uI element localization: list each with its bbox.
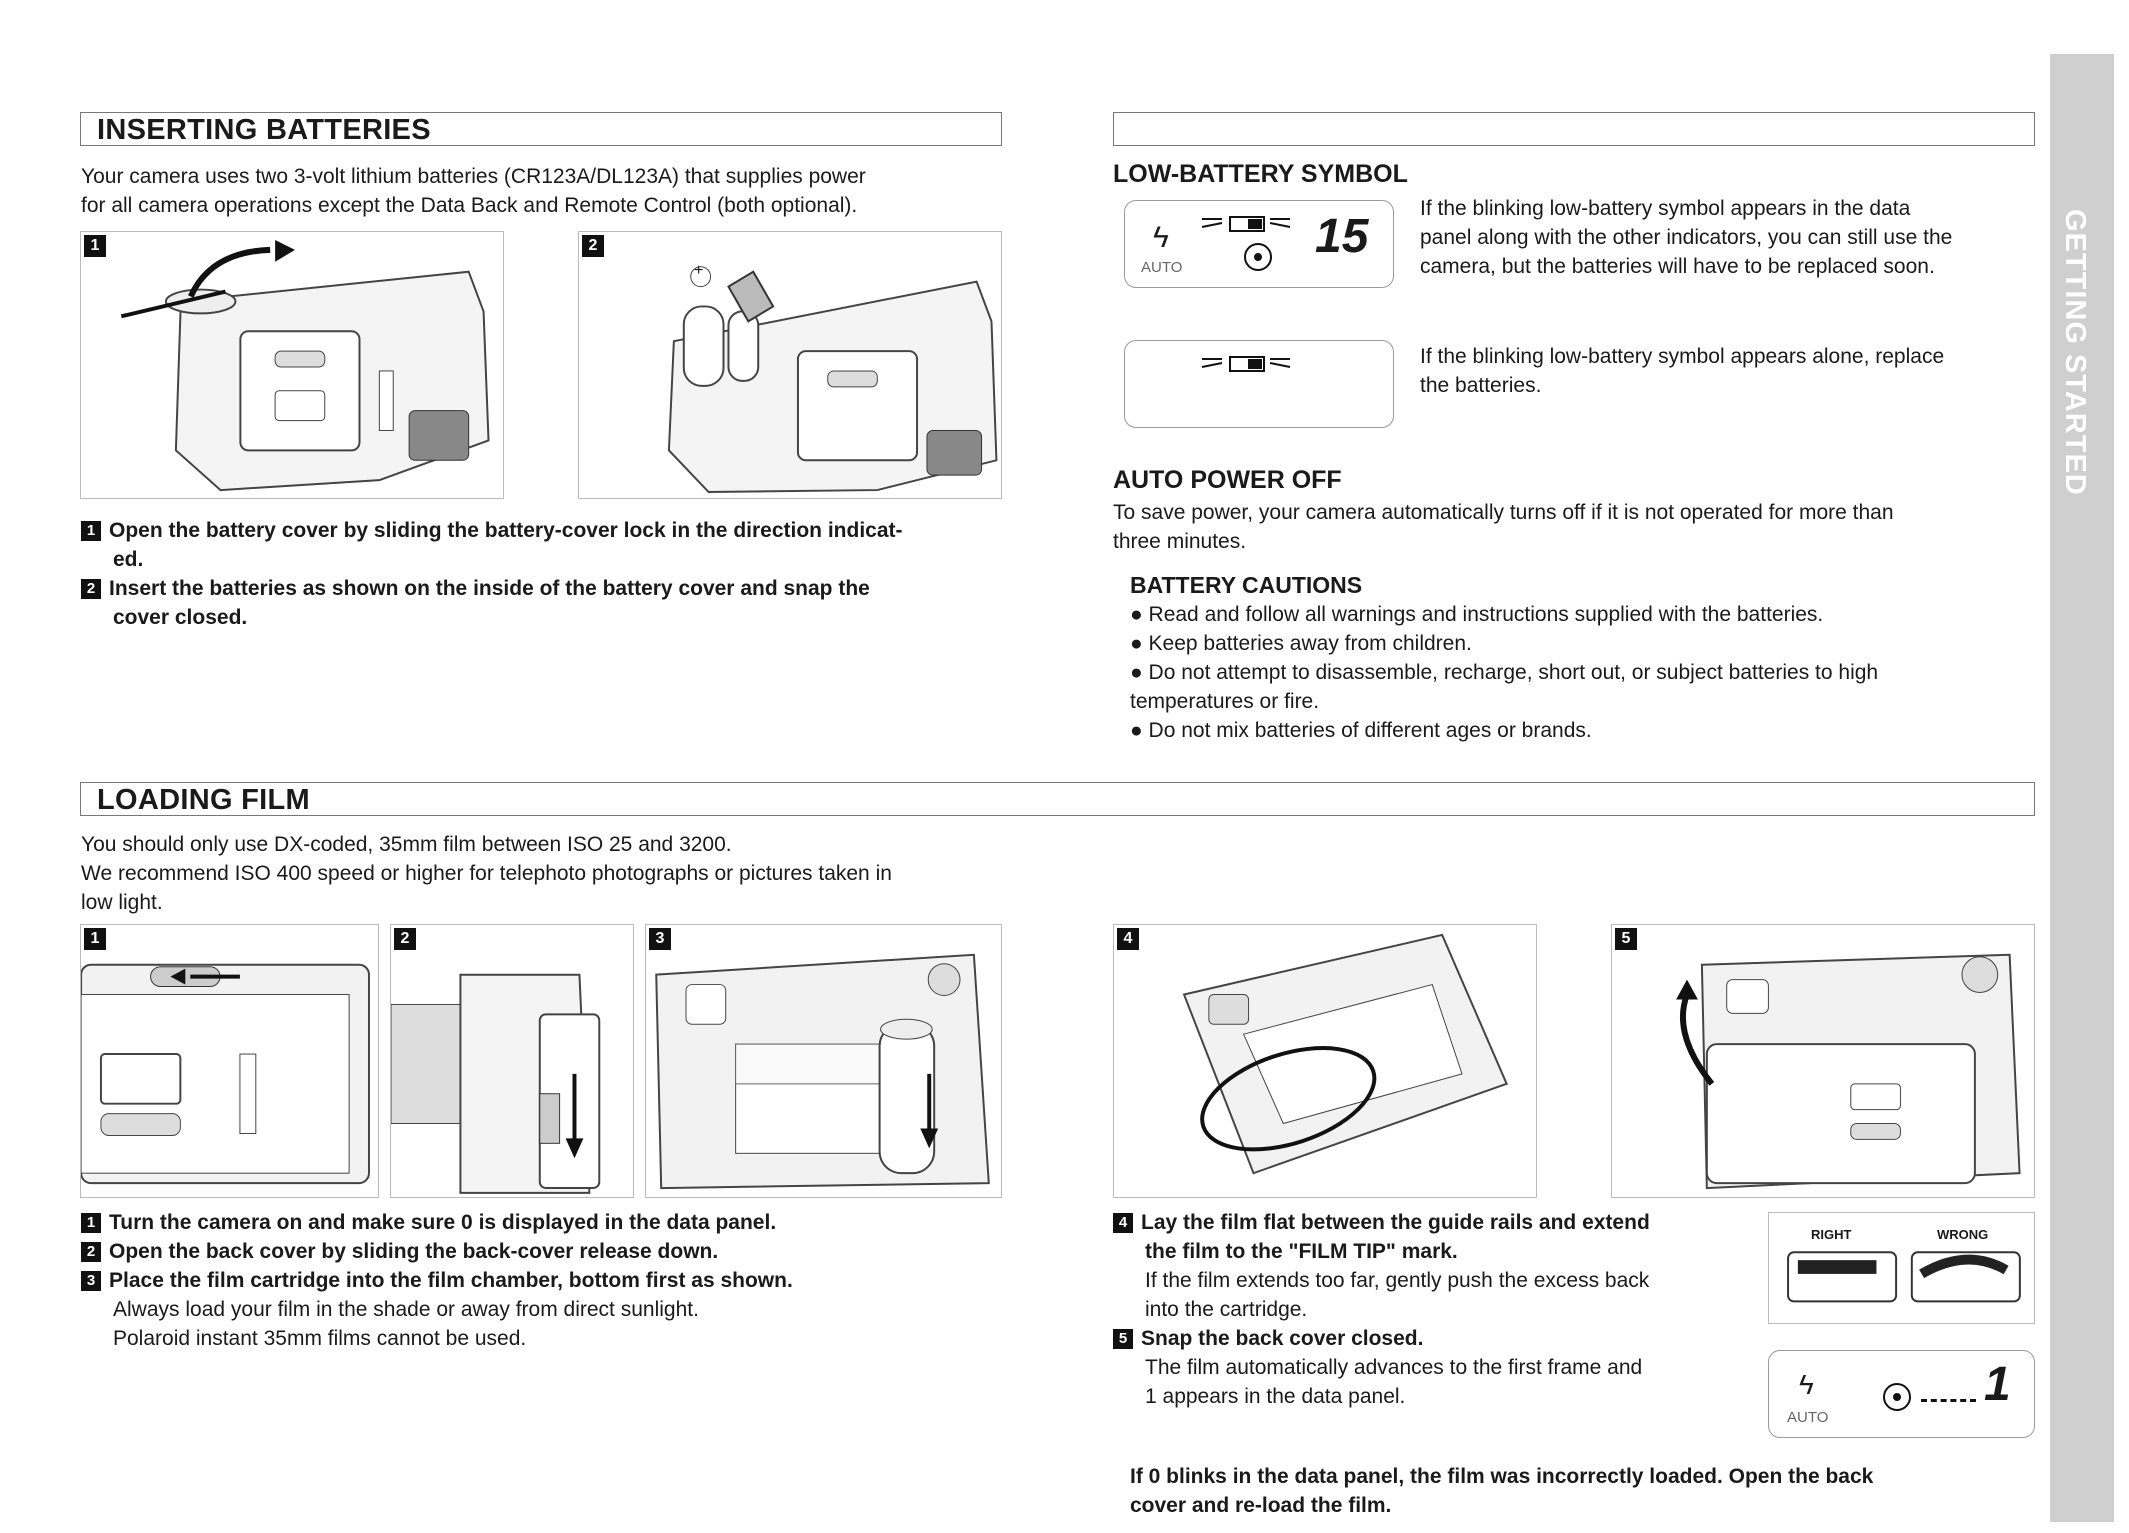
- right-label: RIGHT: [1811, 1227, 1852, 1242]
- low-battery-text-1: If the blinking low-battery symbol appea…: [1420, 197, 1953, 278]
- step-number: 3: [81, 1271, 101, 1291]
- figure-badge: 5: [1615, 928, 1637, 950]
- self-timer-icon: [1883, 1383, 1911, 1411]
- caution-item: ● Do not attempt to disassemble, recharg…: [1130, 661, 1879, 684]
- step-number: 2: [81, 579, 101, 599]
- batteries-intro: Your camera uses two 3-volt lithium batt…: [81, 165, 866, 217]
- batteries-section-header: INSERTING BATTERIES: [80, 112, 1002, 146]
- film-figure-4: 4: [1113, 924, 1537, 1198]
- batteries-title: INSERTING BATTERIES: [97, 114, 431, 146]
- lcd-panel-frame-one: ϟ AUTO 1: [1768, 1350, 2035, 1438]
- film-section-header: LOADING FILM: [80, 782, 2035, 816]
- step-number: 1: [81, 1213, 101, 1233]
- camera-on-illustration: [81, 963, 370, 1185]
- self-timer-icon: [1244, 243, 1272, 271]
- film-intro: You should only use DX-coded, 35mm film …: [81, 833, 892, 914]
- caution-item: ● Do not mix batteries of different ages…: [1130, 719, 1592, 742]
- wrong-label: WRONG: [1937, 1227, 1989, 1242]
- film-tip-illustration: [1182, 933, 1508, 1175]
- auto-label: AUTO: [1787, 1409, 1829, 1426]
- film-title: LOADING FILM: [97, 784, 311, 816]
- battery-figure-1: 1: [80, 231, 504, 499]
- film-tip-comparison-illustration: [1787, 1251, 2021, 1303]
- film-figure-5: 5: [1611, 924, 2035, 1198]
- flash-icon: ϟ: [1153, 221, 1169, 254]
- frame-counter: 15: [1315, 210, 1369, 263]
- step-number: 5: [1113, 1329, 1133, 1349]
- battery-cautions-list: ● Read and follow all warnings and instr…: [1130, 600, 2035, 745]
- step-number: 1: [81, 521, 101, 541]
- step-number: 2: [81, 1242, 101, 1262]
- side-tab: GETTING STARTED: [2050, 54, 2114, 1522]
- figure-badge: 1: [84, 235, 106, 257]
- film-cartridge-illustration: [655, 953, 990, 1190]
- caution-item: ● Read and follow all warnings and instr…: [1130, 603, 1824, 626]
- film-warning: If 0 blinks in the data panel, the film …: [1130, 1465, 1874, 1517]
- film-figure-1: 1: [80, 924, 379, 1198]
- figure-badge: 1: [84, 928, 106, 950]
- film-figure-3: 3: [645, 924, 1002, 1198]
- battery-cautions-title: BATTERY CAUTIONS: [1130, 572, 1363, 598]
- film-figure-2: 2: [390, 924, 634, 1198]
- frame-dashes: [1921, 1399, 1976, 1402]
- low-battery-title: LOW-BATTERY SYMBOL: [1113, 160, 1408, 188]
- lcd-panel-battery-only: [1124, 340, 1394, 428]
- figure-badge: 3: [649, 928, 671, 950]
- flash-icon: ϟ: [1799, 1369, 1814, 1400]
- battery-figure-2: 2 +: [578, 231, 1002, 499]
- auto-power-title: AUTO POWER OFF: [1113, 466, 1342, 494]
- lcd-panel-with-indicators: ϟ AUTO 15: [1124, 200, 1394, 288]
- figure-badge: 4: [1117, 928, 1139, 950]
- caution-item-continued: temperatures or fire.: [1130, 690, 1320, 713]
- side-tab-label: GETTING STARTED: [2059, 209, 2091, 496]
- auto-power-text: To save power, your camera automatically…: [1113, 501, 1894, 553]
- low-battery-icon: [1201, 356, 1291, 372]
- close-back-cover-illustration: [1676, 953, 2021, 1190]
- right-wrong-figure: RIGHT WRONG: [1768, 1212, 2035, 1324]
- caution-item: ● Keep batteries away from children.: [1130, 632, 1472, 655]
- figure-badge: 2: [394, 928, 416, 950]
- right-top-section-bar: [1113, 112, 2035, 146]
- low-battery-icon: [1201, 216, 1291, 232]
- battery-insert-illustration: [667, 266, 998, 494]
- camera-top-illustration: [120, 239, 490, 492]
- frame-counter: 1: [1984, 1358, 2011, 1411]
- auto-label: AUTO: [1141, 259, 1183, 276]
- step-number: 4: [1113, 1213, 1133, 1233]
- figure-badge: 2: [582, 235, 604, 257]
- back-cover-release-illustration: [391, 973, 601, 1194]
- plus-symbol: +: [694, 262, 704, 279]
- low-battery-text-2: If the blinking low-battery symbol appea…: [1420, 345, 1945, 397]
